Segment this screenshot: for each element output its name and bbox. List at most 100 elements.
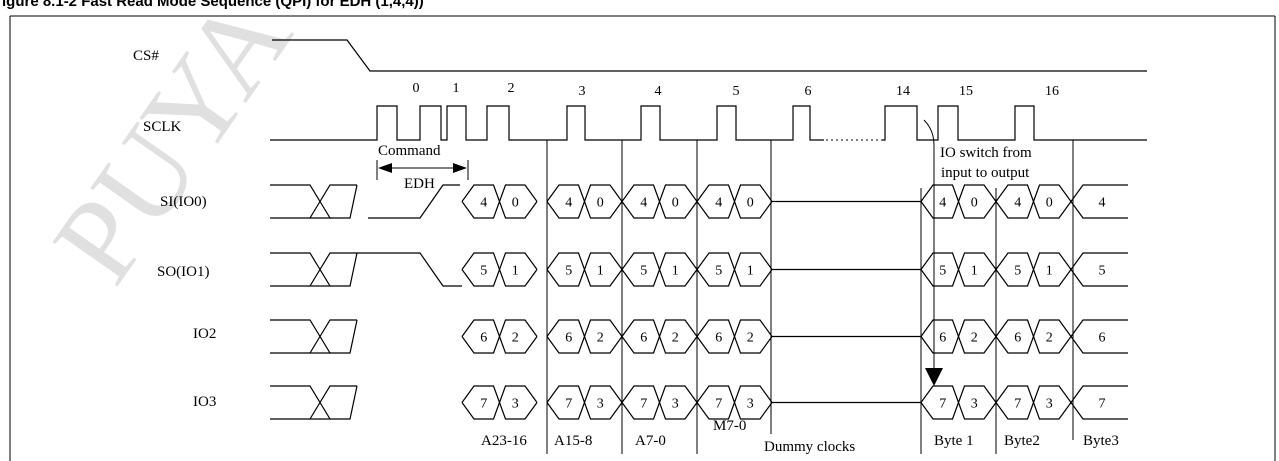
bus-edge-io3 [270,385,332,420]
io-switch-line-1: IO switch from [940,145,1032,161]
bus-bit-io3: 7 [480,397,487,412]
bus-bit-si-io0: 0 [747,196,754,211]
sclk-waveform-tail [882,105,1147,141]
bus-bit-io2: 2 [747,331,754,346]
phase-label-a7-0: A7-0 [635,433,666,449]
bus-bit-io2: 2 [597,331,604,346]
bus-bit-io2: 6 [1014,331,1021,346]
bus-bit-io3: 3 [747,397,754,412]
bus-edge-io3 [1070,402,1128,420]
bus-bit-io3: 3 [597,397,604,412]
bus-edge-si-io0 [1070,201,1128,219]
bus-edge-so-io1 [621,252,698,287]
bus-bit-so-io1: 5 [1099,264,1106,279]
bus-bit-io3: 3 [672,397,679,412]
clock-number-4: 4 [655,84,662,99]
bus-bit-so-io1: 1 [512,264,519,279]
bus-bit-io2: 2 [512,331,519,346]
clock-number-2: 2 [508,81,515,96]
io-switch-line-2: input to output [941,165,1030,181]
bus-bit-io3: 7 [1014,397,1021,412]
bus-bit-io3: 7 [1099,397,1106,412]
clock-number-0: 0 [413,81,420,96]
bus-edge-io2 [920,319,997,354]
bus-edge-io3 [621,385,698,420]
bus-edge-si-io0 [621,184,698,219]
bus-bit-io3: 7 [565,397,572,412]
bus-bit-so-io1: 5 [715,264,722,279]
bus-edge-io3 [696,385,773,420]
bus-edge-si-io0 [309,184,357,219]
signal-labels: CS# SCLK SI(IO0) SO(IO1) IO2 IO3 [133,48,216,410]
bus-edge-si-io0 [330,184,358,219]
bus-bit-si-io0: 4 [480,196,487,211]
bus-edge-so-io1 [330,252,358,287]
bus-bit-io3: 3 [971,397,978,412]
bus-edge-si-io0 [920,184,997,219]
bus-edge-si-io0 [1070,184,1128,202]
bus-edge-so-io1 [270,252,332,287]
bus-edge-so-io1 [309,252,357,287]
bus-edge-io3 [995,385,1072,420]
figure-frame [9,15,1276,461]
bus-edge-so-io1 [995,252,1072,287]
bus-edge-so-io1 [696,252,773,287]
bus-edge-io3 [1070,385,1128,403]
bus-bit-si-io0: 0 [597,196,604,211]
bus-bit-io2: 6 [565,331,572,346]
command-annotation: Command EDH [376,143,469,192]
bus-edge-so-io1 [546,252,623,287]
bus-bit-si-io0: 4 [640,196,647,211]
bus-edge-io2 [330,319,358,354]
bus-edge-io2 [546,319,623,354]
phase-label-m7-0: M7-0 [713,418,746,434]
phase-label-a23-16: A23-16 [481,433,527,449]
bus-edge-so-io1 [920,252,997,287]
command-label: Command [378,143,441,159]
signal-label-so-io1: SO(IO1) [157,264,210,280]
clock-number-16: 16 [1045,84,1059,99]
bus-bit-io2: 2 [971,331,978,346]
bus-bit-so-io1: 5 [1014,264,1021,279]
bus-bit-so-io1: 5 [640,264,647,279]
bus-bit-io3: 7 [640,397,647,412]
bus-edge-so-io1 [357,252,462,287]
watermark: PUYA [27,0,316,305]
bus-edge-io2 [1070,319,1128,337]
bus-bit-so-io1: 1 [971,264,978,279]
bus-bit-io3: 7 [939,397,946,412]
bus-edge-io3 [309,385,357,420]
bus-edge-io2 [1070,336,1128,354]
io-switch-annotation: IO switch from input to output [923,119,1074,440]
phase-label-byte2: Byte2 [1004,433,1040,449]
bus-bit-io3: 3 [1046,397,1053,412]
bus-edge-io3 [330,385,358,420]
bus-edge-si-io0 [368,184,460,219]
cs-waveform [272,39,1147,72]
command-code: EDH [404,176,435,192]
clock-numbers: 0 1 2 3 4 5 6 14 15 16 [413,81,1060,99]
bus-bit-so-io1: 1 [672,264,679,279]
signal-label-si-io0: SI(IO0) [160,194,207,210]
bus-edge-io3 [461,385,538,420]
bus-bit-io2: 6 [640,331,647,346]
bus-edge-io2 [995,319,1072,354]
bus-edge-si-io0 [546,184,623,219]
bus-bit-io3: 7 [715,397,722,412]
bus-bit-io2: 6 [1099,331,1106,346]
bus-bit-io3: 3 [512,397,519,412]
bus-edge-so-io1 [461,252,538,287]
phase-label-a15-8: A15-8 [554,433,592,449]
bus-edge-so-io1 [1070,252,1128,270]
bus-bit-si-io0: 4 [1014,196,1021,211]
bus-bit-so-io1: 1 [1046,264,1053,279]
bus-bit-io2: 6 [715,331,722,346]
bus-edge-so-io1 [1070,269,1128,287]
bus-bit-si-io0: 4 [565,196,572,211]
bus-edge-io3 [920,385,997,420]
bus-edge-io2 [461,319,538,354]
signal-label-cs: CS# [133,48,159,64]
bus-bit-so-io1: 1 [597,264,604,279]
bus-bit-si-io0: 4 [1099,196,1106,211]
